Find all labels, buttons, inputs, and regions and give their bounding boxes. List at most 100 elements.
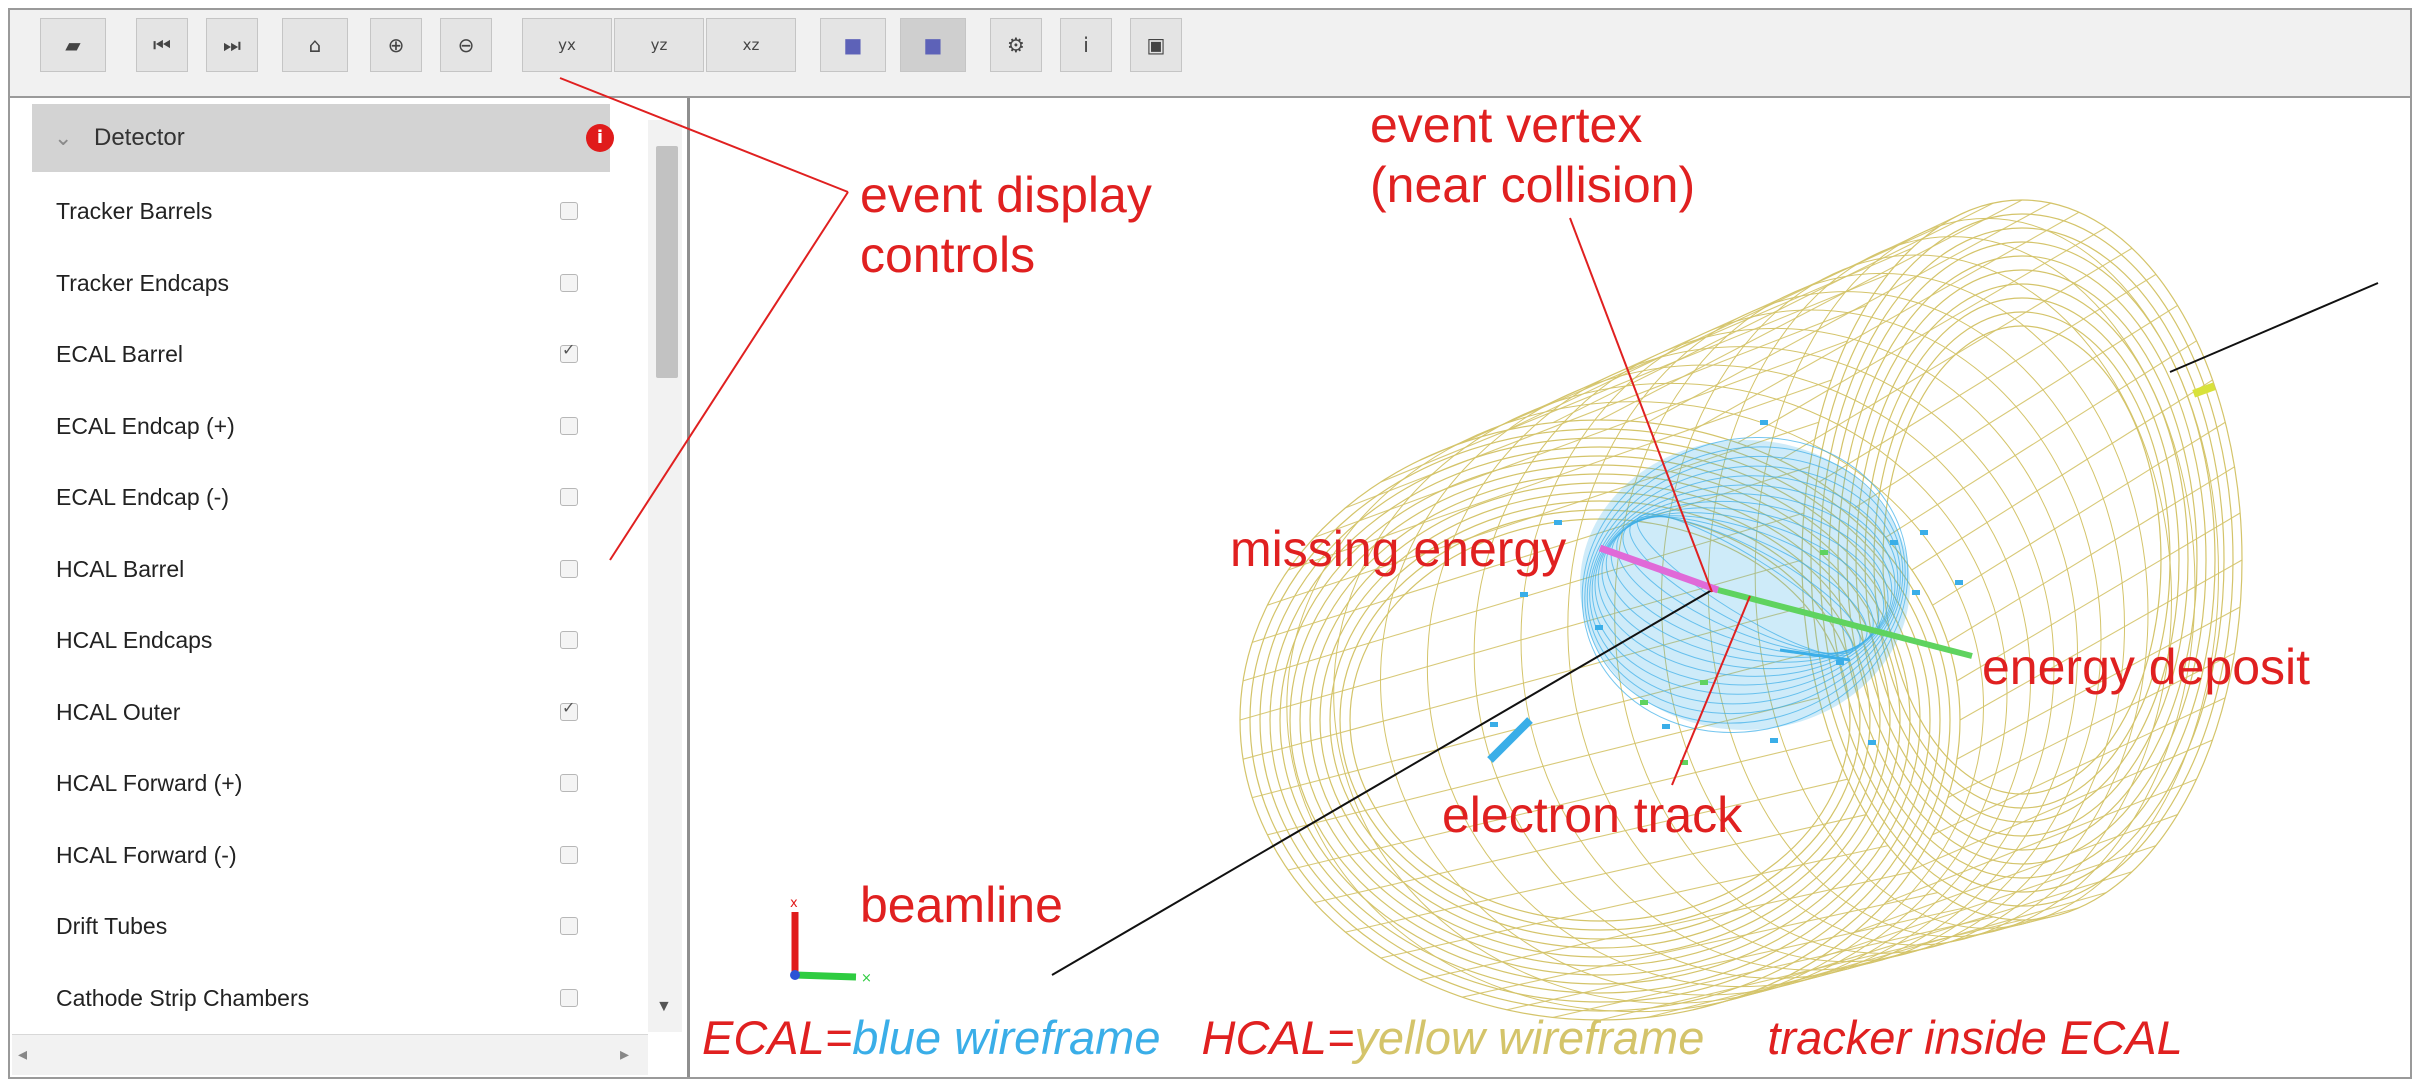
info-button[interactable]: i	[1060, 18, 1112, 72]
detector-item[interactable]: HCAL Forward (+)	[32, 764, 610, 804]
detector-item-checkbox[interactable]	[560, 416, 578, 435]
pointer-controls-sidebar	[609, 191, 849, 561]
detector-item-label: ECAL Barrel	[56, 341, 183, 367]
electron-track	[1717, 587, 1973, 659]
open-file-button[interactable]: ▰	[40, 18, 106, 72]
annotation-beamline: beamline	[860, 877, 1063, 933]
perspective-cube-icon: ■	[843, 33, 863, 57]
legend-hcal-prefix: HCAL=	[1201, 1011, 1355, 1064]
detector-item[interactable]: Tracker Barrels	[32, 192, 610, 232]
home-view-button[interactable]: ⌂	[282, 18, 348, 72]
axes-rphi-icon: xz	[742, 36, 760, 54]
previous-event-button[interactable]: ⏮	[136, 18, 188, 72]
detector-item[interactable]: HCAL Forward (-)	[32, 836, 610, 876]
detector-item-label: HCAL Forward (+)	[56, 770, 243, 796]
detector-item-checkbox[interactable]	[560, 845, 578, 864]
annotation-vertex-line2: (near collision)	[1370, 157, 1696, 213]
detector-item-checkbox[interactable]	[560, 774, 578, 792]
legend-bar: ECAL=blue wireframe HCAL=yellow wirefram…	[702, 1010, 2183, 1065]
zoom-in-button[interactable]: ⊕	[370, 18, 422, 72]
detector-item-label: Tracker Barrels	[56, 198, 213, 224]
detector-item-checkbox[interactable]	[560, 988, 578, 1007]
detector-item-checkbox[interactable]	[560, 488, 578, 506]
scrollbar-thumb[interactable]	[656, 146, 678, 378]
detector-item-label: HCAL Barrel	[56, 555, 185, 582]
detector-item-checkbox[interactable]	[560, 631, 578, 649]
beamline	[1051, 589, 1713, 976]
ecal-wireframe	[1580, 437, 1910, 733]
view-rz-button[interactable]: yz	[614, 18, 704, 72]
detector-item[interactable]: ECAL Endcap (+)	[32, 407, 610, 447]
alert-icon[interactable]: i	[586, 124, 614, 152]
detector-item[interactable]: Tracker Endcaps	[32, 264, 610, 304]
axis-gizmo: x ×	[790, 896, 872, 986]
annotation-vertex-line1: event vertex	[1370, 97, 1643, 153]
detector-section-header[interactable]: ⌄ Detector i	[32, 104, 614, 172]
annotation-missing-energy: missing energy	[1230, 521, 1567, 577]
svg-text:×: ×	[861, 971, 872, 986]
settings-button[interactable]: ⚙	[990, 18, 1042, 72]
detector-item-checkbox[interactable]: ✓	[560, 340, 578, 363]
yellow-deposit	[2192, 382, 2216, 398]
annotation-energy-deposit: energy deposit	[1982, 639, 2311, 695]
legend-hcal-desc: yellow wireframe	[1354, 1011, 1705, 1064]
missing-energy-track	[1598, 544, 1720, 594]
step-backward-icon: ⏮	[153, 33, 171, 57]
detector-item-checkbox[interactable]	[560, 559, 578, 578]
detector-item-label: HCAL Forward (-)	[56, 841, 237, 868]
detector-item-label: Drift Tubes	[56, 913, 168, 939]
export-image-button[interactable]: ▣	[1130, 18, 1182, 72]
scroll-down-icon[interactable]: ▼	[656, 998, 672, 1015]
detector-item-label: Tracker Endcaps	[56, 269, 229, 296]
detector-item-checkbox[interactable]	[560, 202, 578, 220]
pointer-vertex	[1569, 217, 1713, 593]
detector-item[interactable]: HCAL Outer ✓	[32, 693, 610, 733]
detector-item[interactable]: HCAL Barrel	[32, 550, 610, 590]
scroll-right-icon[interactable]: ▸	[620, 1044, 630, 1064]
legend-ecal-prefix: ECAL=	[702, 1011, 853, 1064]
legend-ecal-desc: blue wireframe	[852, 1011, 1161, 1064]
detector-item[interactable]: HCAL Endcaps	[32, 621, 610, 661]
pointer-electron	[1671, 595, 1751, 786]
axes-rz-icon: yz	[650, 36, 668, 54]
detector-item[interactable]: ECAL Barrel ✓	[32, 335, 610, 375]
axes-3d-icon: yx	[558, 36, 576, 54]
zoom-out-button[interactable]: ⊖	[440, 18, 492, 72]
horizontal-scrollbar[interactable]	[12, 1034, 648, 1075]
view-3d-axes-button[interactable]: yx	[522, 18, 612, 72]
info-icon: i	[1083, 33, 1089, 57]
detector-item[interactable]: ECAL Endcap (-)	[32, 478, 610, 518]
step-forward-icon: ⏭	[223, 33, 241, 57]
zoom-in-icon: ⊕	[387, 33, 405, 57]
detector-item-label: ECAL Endcap (-)	[56, 484, 229, 510]
orthographic-button[interactable]: ■	[900, 18, 966, 72]
detector-item-label: HCAL Outer	[56, 698, 181, 725]
detector-item-label: HCAL Endcaps	[56, 627, 213, 653]
home-icon: ⌂	[308, 33, 322, 57]
checkmark-icon: ✓	[562, 340, 576, 359]
detector-panel	[10, 98, 690, 1077]
event-display-viewport[interactable]	[693, 98, 2410, 1077]
detector-item-checkbox[interactable]	[560, 273, 578, 292]
annotation-electron-track: electron track	[1442, 787, 1743, 843]
scroll-left-icon[interactable]: ◂	[18, 1044, 28, 1064]
detector-header-label: Detector	[94, 124, 185, 151]
detector-item[interactable]: Drift Tubes	[32, 907, 610, 947]
legend-tracker: tracker inside ECAL	[1767, 1011, 2183, 1064]
chevron-down-icon: ⌄	[54, 126, 73, 151]
detector-item-label: ECAL Endcap (+)	[56, 412, 235, 439]
annotation-controls-line1: event display	[860, 167, 1152, 223]
beamline-upper	[2169, 282, 2379, 373]
folder-open-icon: ▰	[65, 33, 81, 57]
next-event-button[interactable]: ⏭	[206, 18, 258, 72]
perspective-button[interactable]: ■	[820, 18, 886, 72]
hcal-wireframe	[1239, 199, 2243, 1021]
zoom-out-icon: ⊖	[457, 33, 475, 57]
detector-item-checkbox[interactable]	[560, 917, 578, 935]
pointer-controls-toolbar	[559, 77, 849, 193]
detector-item-checkbox[interactable]: ✓	[560, 698, 578, 721]
detector-item[interactable]: Cathode Strip Chambers	[32, 979, 610, 1019]
gear-icon: ⚙	[1007, 33, 1025, 57]
view-rphi-button[interactable]: xz	[706, 18, 796, 72]
svg-text:x: x	[790, 896, 798, 911]
